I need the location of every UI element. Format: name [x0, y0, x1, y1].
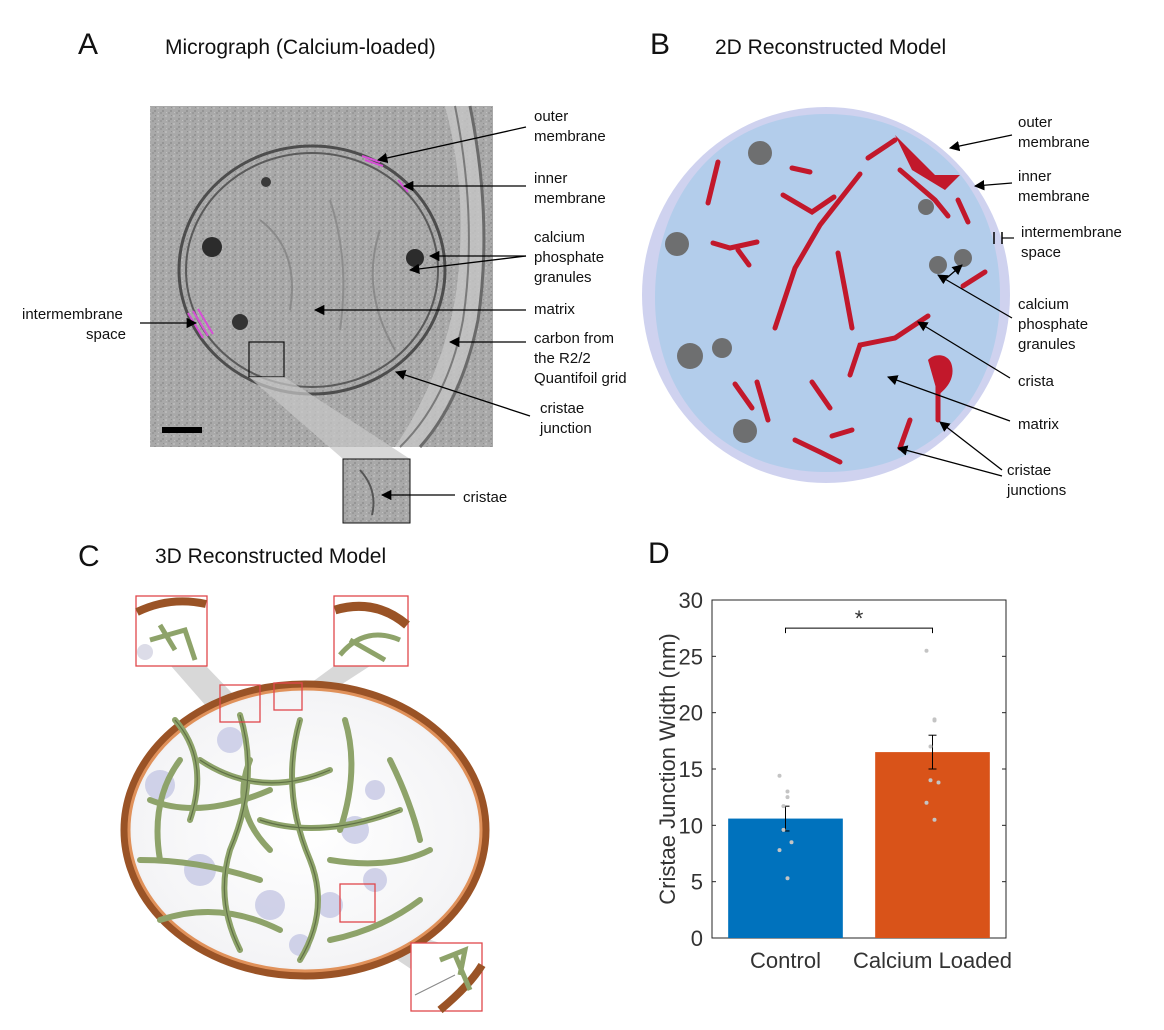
panel-b-letter: B [650, 28, 670, 61]
y-tick-label: 20 [679, 701, 703, 726]
data-point [936, 780, 941, 785]
data-point [781, 827, 786, 832]
data-point [777, 773, 782, 778]
bar-1 [875, 752, 990, 938]
label-b-cristae-junctions: cristae junctions [1006, 462, 1066, 499]
cristae-zoom-inset [342, 458, 411, 524]
panel-c-letter: C [78, 540, 100, 573]
micrograph-image [150, 105, 493, 448]
y-tick-label: 10 [679, 813, 703, 838]
data-point [928, 744, 933, 749]
model-3d [120, 680, 490, 980]
label-a-cristae: cristae [463, 489, 507, 506]
label-b-crista: crista [1018, 373, 1054, 390]
panel-b-title: 2D Reconstructed Model [715, 36, 946, 59]
label-b-calcium-granules: calcium phosphate granules [1018, 296, 1092, 353]
data-point [928, 778, 933, 783]
data-point [785, 795, 790, 800]
panel-a: A Micrograph (Calcium-loaded) [22, 28, 627, 524]
panel-a-letter: A [78, 28, 98, 61]
label-a-outer-membrane: outer membrane [534, 108, 606, 145]
label-b-outer-membrane: outer membrane [1018, 114, 1090, 151]
label-a-intermembrane: intermembrane space [22, 306, 127, 343]
significance-star: * [855, 606, 864, 631]
significance-bracket [785, 627, 933, 634]
panel-c-title: 3D Reconstructed Model [155, 545, 386, 568]
data-point [781, 804, 786, 809]
label-a-matrix: matrix [534, 301, 575, 318]
panel-a-title: Micrograph (Calcium-loaded) [165, 36, 436, 59]
model-2d [642, 107, 1010, 483]
y-tick-label: 25 [679, 644, 703, 669]
y-axis-label: Cristae Junction Width (nm) [655, 633, 680, 904]
label-a-calcium-granules: calcium phosphate granules [534, 229, 608, 286]
x-tick-label-0: Control [750, 948, 821, 973]
inset-3d-top-left [135, 595, 208, 667]
panel-b-arrows [887, 134, 1014, 477]
label-b-matrix: matrix [1018, 416, 1059, 433]
panel-a-arrows [140, 126, 531, 501]
inset-3d-top-right [333, 595, 410, 667]
label-b-intermembrane: intermembrane space [1021, 224, 1126, 261]
label-a-cristae-junction: cristae junction [539, 400, 592, 437]
data-point [924, 800, 929, 805]
y-tick-label: 15 [679, 757, 703, 782]
label-a-inner-membrane: inner membrane [534, 170, 606, 207]
inset-3d-bottom-right [410, 942, 486, 1014]
data-point [785, 789, 790, 794]
panel-b: B 2D Reconstructed Model [642, 28, 1126, 499]
data-point [777, 848, 782, 853]
label-a-carbon: carbon from the R2/2 Quantifoil grid [534, 330, 627, 387]
data-point [924, 648, 929, 653]
data-point [932, 718, 937, 723]
y-tick-label: 30 [679, 588, 703, 613]
y-tick-label: 5 [691, 870, 703, 895]
data-point [932, 817, 937, 822]
panel-c: C 3D Reconstructed Model [78, 540, 490, 1014]
label-b-inner-membrane: inner membrane [1018, 168, 1090, 205]
y-tick-label: 0 [691, 926, 703, 951]
data-point [785, 876, 790, 881]
x-tick-label-1: Calcium Loaded [853, 948, 1012, 973]
panel-d-letter: D [648, 537, 670, 570]
data-point [789, 840, 794, 845]
